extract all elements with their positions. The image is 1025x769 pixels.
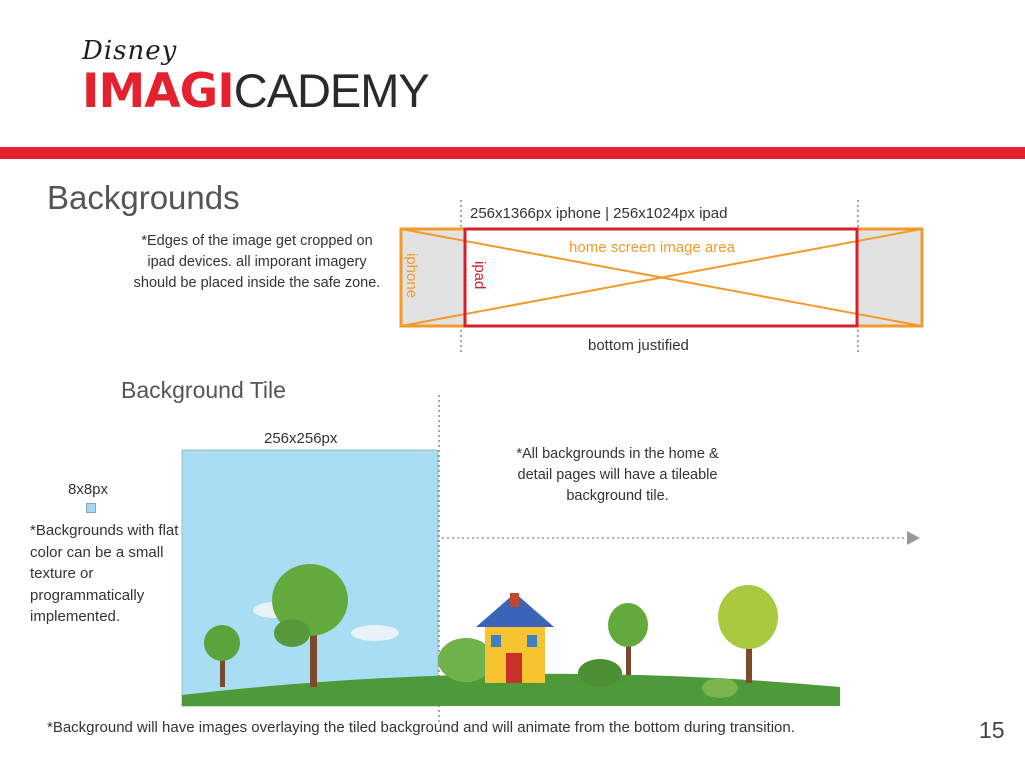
repeat-arrow-head	[907, 531, 920, 545]
tile-note: *All backgrounds in the home & detail pa…	[516, 446, 719, 504]
iphone-label: iphone	[403, 253, 420, 298]
house-roof	[476, 593, 554, 627]
page-number: 15	[979, 717, 1005, 743]
tile-size-label: 256x256px	[264, 430, 338, 447]
small-tile-size-label: 8x8px	[68, 481, 109, 498]
imagicademy-logo: IMAGICADEMY	[82, 64, 430, 119]
tree-trunk	[626, 635, 631, 675]
ipad-frame	[463, 227, 859, 328]
tree-trunk	[746, 633, 752, 683]
iphone-diagonal-2	[400, 228, 923, 327]
tree	[274, 619, 310, 647]
left-crop-area	[401, 229, 465, 326]
tree-trunk	[220, 657, 225, 687]
small-tile-swatch	[86, 503, 96, 513]
grass-hill	[182, 673, 840, 706]
bush	[438, 638, 494, 682]
tree	[204, 625, 240, 661]
cloud	[351, 625, 399, 641]
house-door	[506, 653, 522, 683]
logo-cademy-text: CADEMY	[233, 64, 430, 117]
right-crop-area	[857, 229, 922, 326]
dimensions-label: 256x1366px iphone | 256x1024px ipad	[470, 205, 728, 222]
tile-section-title: Background Tile	[121, 377, 286, 403]
page-title: Backgrounds	[47, 179, 240, 216]
house-window	[491, 635, 501, 647]
tree	[272, 564, 348, 636]
disney-logo: Disney	[82, 36, 178, 66]
edge-crop-note: *Edges of the image get cropped on ipad …	[133, 233, 381, 291]
header-divider-bar	[0, 147, 1025, 159]
flat-color-note: *Backgrounds with flat color can be a sm…	[30, 522, 179, 625]
footer-note: *Background will have images overlaying …	[47, 719, 795, 736]
ipad-label: ipad	[471, 261, 488, 289]
tree-trunk	[310, 625, 317, 687]
bottom-justified-label: bottom justified	[588, 337, 689, 354]
bush	[578, 659, 622, 687]
bush	[702, 678, 738, 698]
background-tile-illustration	[181, 395, 920, 725]
safe-zone-diagram: home screen image area iphone ipad	[399, 200, 924, 355]
logo-imagi-text: IMAGI	[82, 64, 235, 119]
tree	[608, 603, 648, 647]
house-chimney	[510, 593, 519, 607]
house-window	[527, 635, 537, 647]
tree	[718, 585, 778, 649]
home-area-label: home screen image area	[569, 239, 736, 256]
